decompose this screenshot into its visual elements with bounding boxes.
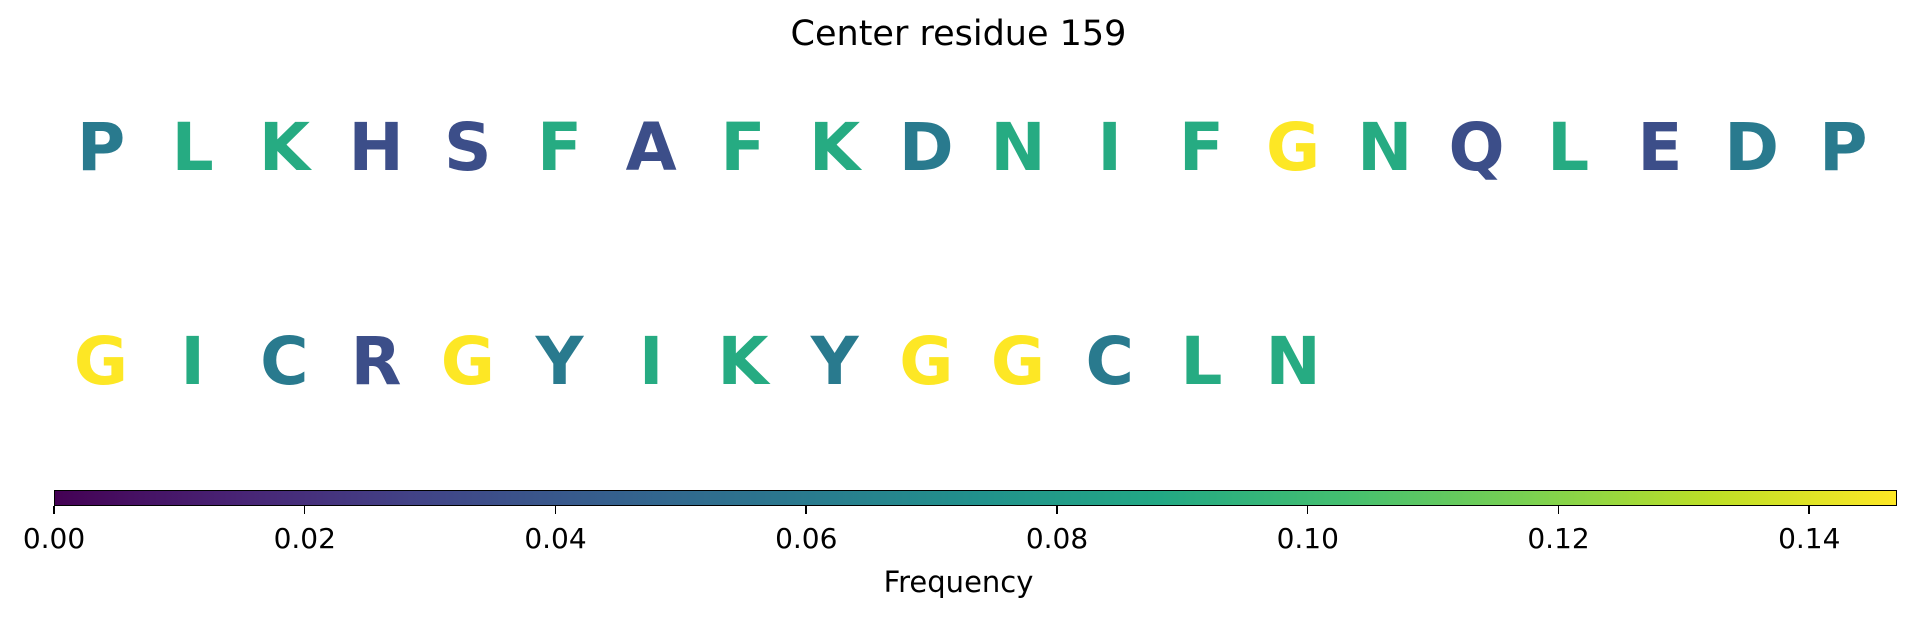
colorbar bbox=[54, 490, 1897, 506]
colorbar-tick bbox=[1557, 506, 1560, 514]
colorbar-tick bbox=[303, 506, 306, 514]
residue-letter: Q bbox=[1448, 109, 1505, 186]
residue-letter: Y bbox=[810, 323, 859, 400]
residue-letter: P bbox=[76, 109, 126, 186]
colorbar-tick bbox=[805, 506, 807, 514]
residue-letter: I bbox=[180, 323, 205, 400]
residue-letter: G bbox=[73, 323, 129, 400]
residue-letter: D bbox=[1724, 109, 1779, 186]
residue-letter: I bbox=[638, 323, 664, 400]
residue-letter: G bbox=[990, 323, 1046, 400]
residue-letter: L bbox=[1547, 109, 1590, 186]
residue-letter: S bbox=[444, 109, 492, 186]
residue-letter: N bbox=[990, 109, 1046, 186]
residue-letter: E bbox=[1637, 109, 1683, 186]
residue-letter: A bbox=[625, 109, 677, 186]
residue-letter: Y bbox=[535, 323, 584, 400]
residue-letter: G bbox=[1266, 109, 1321, 186]
residue-letter: K bbox=[717, 323, 769, 400]
residue-letter: G bbox=[440, 323, 495, 400]
colorbar-label: Frequency bbox=[883, 565, 1034, 599]
residue-letter: C bbox=[260, 323, 309, 400]
residue-letter: N bbox=[1357, 109, 1413, 186]
colorbar-tick-label: 0.14 bbox=[1778, 522, 1841, 555]
colorbar-tick-label: 0.08 bbox=[1025, 522, 1089, 555]
residue-letter: F bbox=[1178, 109, 1224, 186]
residue-letter: R bbox=[350, 323, 402, 400]
residue-letter: L bbox=[1180, 323, 1223, 400]
residue-letter: K bbox=[809, 109, 861, 186]
residue-letter: D bbox=[898, 109, 954, 186]
residue-letter: F bbox=[536, 109, 583, 186]
colorbar-tick bbox=[1056, 506, 1058, 514]
residue-letter: H bbox=[348, 109, 404, 186]
residue-letter: L bbox=[171, 109, 214, 186]
colorbar-tick-label: 0.00 bbox=[22, 522, 86, 555]
chart-title: Center residue 159 bbox=[790, 14, 1127, 54]
colorbar-tick-label: 0.04 bbox=[524, 522, 587, 555]
colorbar-tick bbox=[1808, 506, 1810, 514]
residue-letter: F bbox=[720, 109, 766, 186]
residue-letter: C bbox=[1085, 323, 1134, 400]
colorbar-tick bbox=[53, 506, 55, 514]
colorbar-tick-label: 0.06 bbox=[775, 522, 838, 555]
residue-letter: I bbox=[1097, 109, 1122, 186]
colorbar-tick-label: 0.02 bbox=[273, 522, 336, 555]
colorbar-tick bbox=[554, 506, 557, 514]
residue-letter: K bbox=[258, 109, 310, 186]
colorbar-tick-label: 0.10 bbox=[1276, 522, 1339, 555]
residue-letter: N bbox=[1265, 323, 1321, 400]
colorbar-tick bbox=[1306, 506, 1309, 514]
residue-letter: P bbox=[1819, 109, 1868, 186]
colorbar-tick-label: 0.12 bbox=[1527, 522, 1590, 555]
residue-letter: G bbox=[899, 323, 954, 400]
